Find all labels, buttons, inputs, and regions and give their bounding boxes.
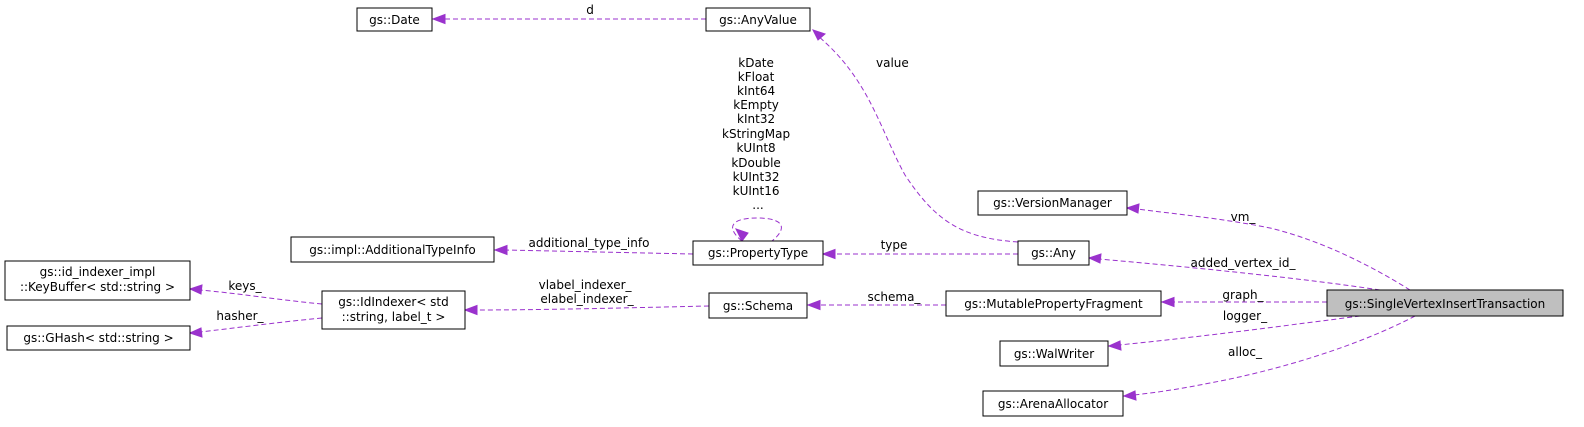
edge-added-vertex-id: added_vertex_id_ [1087,253,1381,291]
edge-label-d: d [586,3,594,17]
edge-label-graph: graph_ [1222,288,1264,302]
node-ghash[interactable]: gs::GHash< std::string > [6,325,191,351]
edge-alloc: alloc_ [1122,315,1416,401]
edge-label-schema: schema_ [868,290,922,304]
edge-schema: schema_ [806,290,946,311]
svg-text:gs::PropertyType: gs::PropertyType [708,246,808,260]
node-single-vertex-insert-transaction[interactable]: gs::SingleVertexInsertTransaction [1326,289,1564,317]
svg-text:::string, label_t >: ::string, label_t > [342,310,446,324]
node-mutable-property-fragment[interactable]: gs::MutablePropertyFragment [945,290,1162,317]
edge-hasher: hasher_ [188,309,323,338]
node-any[interactable]: gs::Any [1017,240,1090,266]
node-key-buffer[interactable]: gs::id_indexer_impl ::KeyBuffer< std::st… [4,260,191,301]
node-version-manager[interactable]: gs::VersionManager [977,190,1128,216]
edge-keys: keys_ [188,279,323,305]
edge-d: d [431,3,706,25]
edge-label-keys: keys_ [228,279,262,293]
svg-text:gs::WalWriter: gs::WalWriter [1014,347,1094,361]
svg-text:gs::impl::AdditionalTypeInfo: gs::impl::AdditionalTypeInfo [309,243,476,257]
edge-label-vm: vm_ [1231,210,1257,224]
edge-label-logger: logger_ [1223,309,1268,323]
node-any-value[interactable]: gs::AnyValue [705,7,811,32]
svg-text:gs::Schema: gs::Schema [723,299,793,313]
svg-text:gs::ArenaAllocator: gs::ArenaAllocator [998,397,1108,411]
edge-label-indexers: vlabel_indexer_ elabel_indexer_ [539,278,636,306]
svg-text:gs::id_indexer_impl: gs::id_indexer_impl [40,265,156,279]
edge-additional-type-info: additional_type_info [493,236,694,256]
node-wal-writer[interactable]: gs::WalWriter [999,340,1109,367]
svg-text:gs::IdIndexer< std: gs::IdIndexer< std [338,295,449,309]
edge-label-value: value [876,56,909,70]
edge-label-type-enum: kDate kFloat kInt64 kEmpty kInt32 kStrin… [722,56,794,212]
svg-text:gs::MutablePropertyFragment: gs::MutablePropertyFragment [964,297,1143,311]
node-property-type[interactable]: gs::PropertyType [692,240,824,266]
svg-text:gs::GHash< std::string >: gs::GHash< std::string > [23,331,173,345]
node-date[interactable]: gs::Date [356,7,433,32]
edge-label-added-vertex-id: added_vertex_id_ [1191,256,1297,270]
node-schema[interactable]: gs::Schema [708,292,808,319]
svg-text:gs::VersionManager: gs::VersionManager [993,196,1112,210]
svg-text:::KeyBuffer< std::string >: ::KeyBuffer< std::string > [20,280,175,294]
node-additional-type-info[interactable]: gs::impl::AdditionalTypeInfo [290,236,495,263]
svg-text:gs::Date: gs::Date [369,13,420,27]
edge-label-type: type [881,238,908,252]
svg-text:gs::AnyValue: gs::AnyValue [719,13,797,27]
edge-graph: graph_ [1160,288,1327,308]
edge-label-alloc: alloc_ [1228,345,1263,359]
edge-type: type [821,238,1018,260]
edge-indexers: vlabel_indexer_ elabel_indexer_ [463,278,710,316]
edge-label-hasher: hasher_ [216,309,264,323]
edge-logger: logger_ [1107,309,1361,351]
edge-label-additional-type-info: additional_type_info [529,236,650,250]
svg-text:gs::Any: gs::Any [1031,246,1076,260]
edge-vm: vm_ [1125,203,1411,291]
edge-type-enum: kDate kFloat kInt64 kEmpty kInt32 kStrin… [722,56,794,242]
svg-text:gs::SingleVertexInsertTransact: gs::SingleVertexInsertTransaction [1345,297,1545,311]
edge-value: value [812,29,1019,243]
node-arena-allocator[interactable]: gs::ArenaAllocator [982,390,1124,417]
node-id-indexer[interactable]: gs::IdIndexer< std ::string, label_t > [321,290,466,330]
